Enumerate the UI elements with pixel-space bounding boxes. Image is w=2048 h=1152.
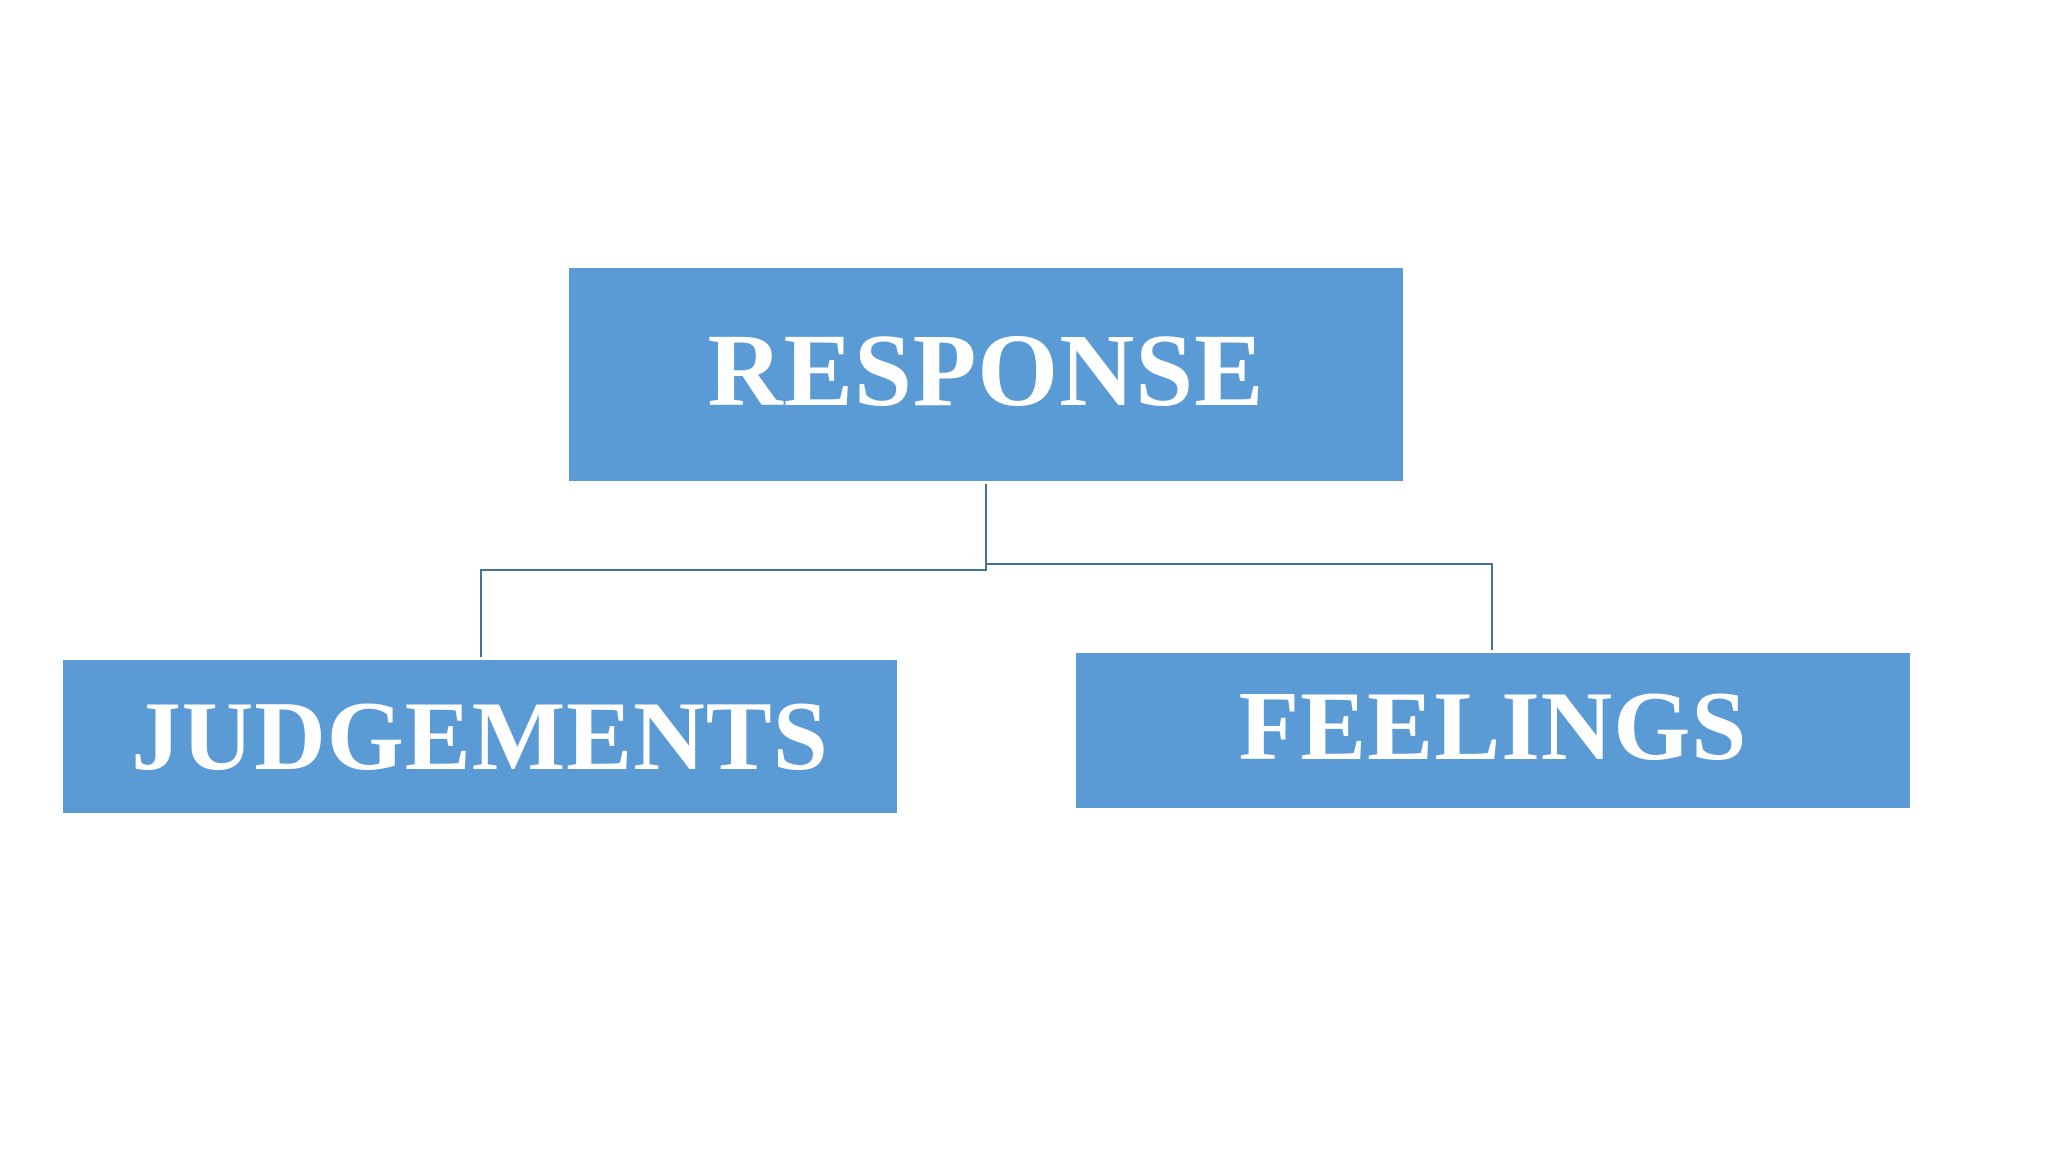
node-judgements: JUDGEMENTS <box>63 660 897 813</box>
node-response: RESPONSE <box>569 268 1403 481</box>
node-feelings: FEELINGS <box>1076 653 1910 808</box>
connector-root-to-judgements <box>480 484 987 657</box>
connector-root-to-feelings <box>985 484 1493 650</box>
